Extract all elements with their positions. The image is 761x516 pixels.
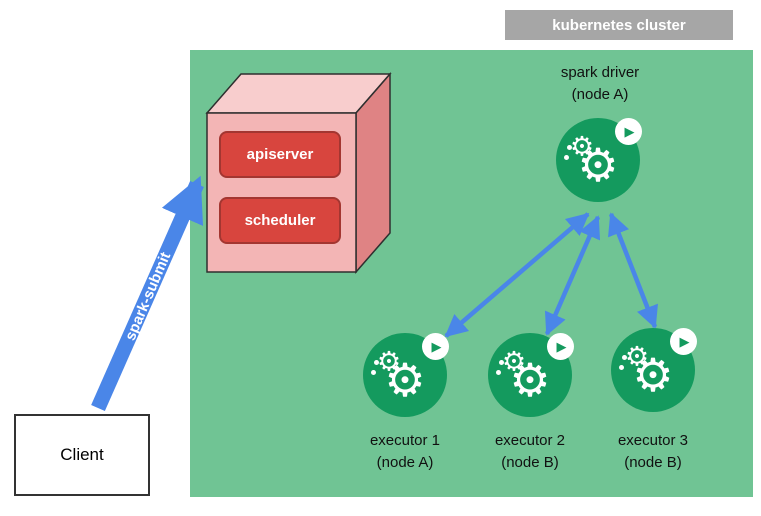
play-icon: ▶: [679, 334, 690, 349]
dot-icon: [374, 360, 379, 365]
gear-icon: ⚙: [376, 346, 402, 377]
gear-icon: ⚙: [577, 139, 619, 192]
spark-driver-label-line1: spark driver: [560, 64, 640, 81]
gear-icon: ⚙: [509, 354, 551, 407]
executor-2-icon: ⚙ ⚙ ▶: [488, 333, 574, 417]
executor-3-label-line2: (node B): [624, 453, 682, 471]
executor-1-label-line2: (node A): [376, 453, 434, 471]
gear-icon: ⚙: [501, 346, 527, 377]
play-icon: ▶: [431, 339, 442, 354]
dot-icon: [499, 360, 504, 365]
dot-icon: [619, 365, 624, 370]
scheduler-box: scheduler: [219, 197, 341, 244]
play-badge: ▶: [615, 118, 642, 145]
play-badge: ▶: [670, 328, 697, 355]
executor-3-icon: ⚙ ⚙ ▶: [611, 328, 697, 412]
play-icon: ▶: [556, 339, 567, 354]
play-badge: ▶: [547, 333, 574, 360]
apiserver-box: apiserver: [219, 131, 341, 178]
play-icon: ▶: [624, 124, 635, 139]
spark-driver-label: spark driver (node A): [515, 62, 685, 106]
gear-icon: ⚙: [384, 354, 426, 407]
executor-3-label-line1: executor 3: [617, 432, 689, 449]
gear-icon: ⚙: [624, 341, 650, 372]
executor-2-label-line2: (node B): [501, 453, 559, 471]
spark-submit-label: spark-submit: [121, 249, 175, 344]
client-label: Client: [60, 445, 104, 464]
spark-driver-icon: ⚙ ⚙ ▶: [556, 118, 642, 202]
executor-1-label: executor 1 (node A): [335, 430, 475, 474]
play-badge: ▶: [422, 333, 449, 360]
dot-icon: [496, 370, 501, 375]
client-box: Client: [14, 414, 150, 496]
dot-icon: [371, 370, 376, 375]
dot-icon: [564, 155, 569, 160]
spark-driver-label-line2: (node A): [571, 85, 629, 103]
cluster-label: kubernetes cluster: [505, 10, 733, 40]
executor-1-icon: ⚙ ⚙ ▶: [363, 333, 449, 417]
gear-icon: ⚙: [569, 131, 595, 162]
dot-icon: [622, 355, 627, 360]
executor-2-label: executor 2 (node B): [460, 430, 600, 474]
gear-icon: ⚙: [632, 349, 674, 402]
dot-icon: [567, 145, 572, 150]
executor-2-label-line1: executor 2: [494, 432, 566, 449]
executor-1-label-line1: executor 1: [369, 432, 441, 449]
executor-3-label: executor 3 (node B): [583, 430, 723, 474]
